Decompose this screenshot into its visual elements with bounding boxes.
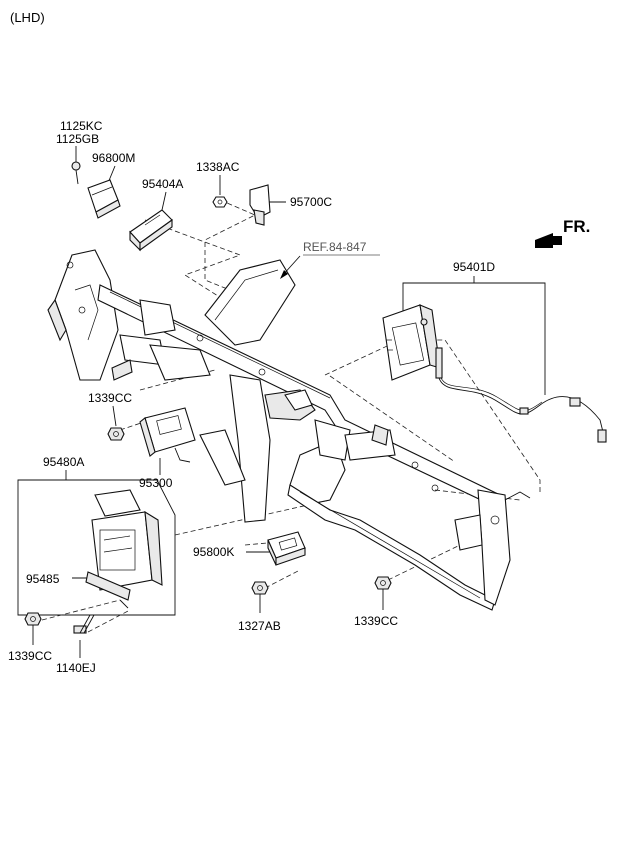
part-label-95485[interactable]: 95485 [26, 572, 60, 586]
wire-harness-95401D[interactable] [435, 347, 607, 443]
module-95480A[interactable] [91, 489, 163, 591]
part-label-95480A[interactable]: 95480A [43, 455, 84, 469]
nut-1327AB[interactable] [251, 581, 269, 595]
part-label-95404A[interactable]: 95404A [142, 177, 183, 191]
front-arrow-icon [535, 233, 562, 248]
module-96800M[interactable] [87, 179, 121, 219]
leader-lines [32, 146, 546, 658]
bolt-1140EJ[interactable] [73, 614, 95, 634]
part-label-1125KC[interactable]: 1125KC [60, 119, 103, 133]
reference-arrow-icon [280, 270, 288, 279]
variant-label: (LHD) [10, 10, 45, 25]
part-label-1339CC-bottom[interactable]: 1339CC [8, 649, 52, 663]
nut-1339CC-left[interactable] [107, 427, 125, 441]
part-label-1140EJ[interactable]: 1140EJ [56, 661, 96, 675]
cowl-cross-bar [47, 249, 531, 611]
nut-1338AC[interactable] [212, 196, 228, 208]
nut-1339CC-right[interactable] [374, 576, 392, 590]
bolt-1125KC[interactable] [71, 161, 81, 185]
reference-label[interactable]: REF.84-847 [303, 240, 367, 254]
part-label-95800K[interactable]: 95800K [193, 545, 234, 559]
part-label-1125GB[interactable]: 1125GB [56, 132, 99, 146]
part-label-95700C[interactable]: 95700C [290, 195, 332, 209]
sensor-95800K[interactable] [267, 531, 306, 566]
bracket-95485[interactable] [85, 571, 131, 609]
part-label-96800M[interactable]: 96800M [92, 151, 135, 165]
part-label-95300[interactable]: 95300 [139, 476, 173, 490]
module-95404A[interactable] [129, 209, 173, 252]
bracket-95700C[interactable] [249, 184, 271, 226]
part-label-95401D[interactable]: 95401D [453, 260, 495, 274]
module-95300[interactable] [139, 407, 196, 463]
module-95401D[interactable] [382, 304, 441, 381]
part-label-1338AC[interactable]: 1338AC [196, 160, 240, 174]
assembly-box-95480A [17, 479, 176, 616]
part-label-1339CC-left[interactable]: 1339CC [88, 391, 132, 405]
nut-1339CC-bottom[interactable] [24, 612, 42, 626]
part-label-1339CC-right[interactable]: 1339CC [354, 614, 398, 628]
front-direction-label: FR. [563, 217, 590, 236]
part-label-1327AB[interactable]: 1327AB [238, 619, 281, 633]
